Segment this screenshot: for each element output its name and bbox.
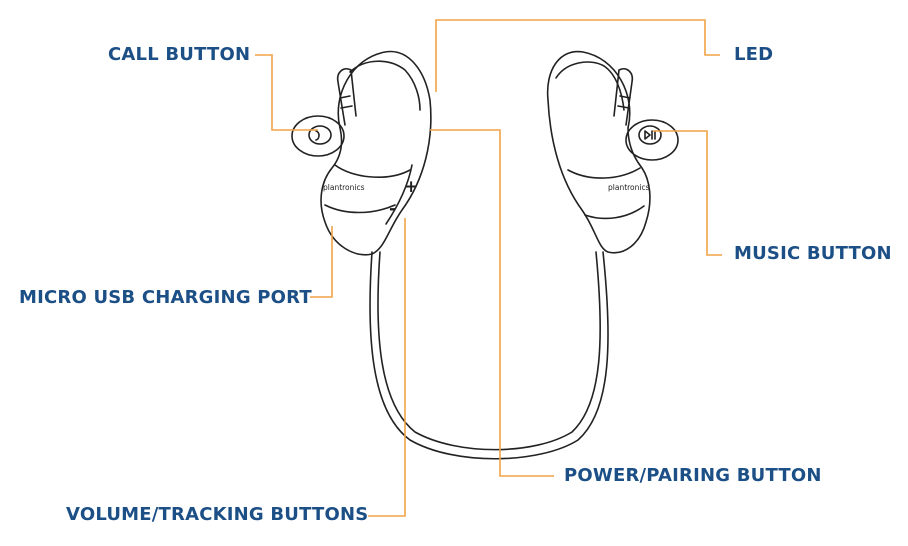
volume-plus-symbol: +: [404, 177, 418, 197]
power-pairing-button-label: POWER/PAIRING BUTTON: [564, 465, 822, 486]
right-ear-tip: [625, 119, 679, 161]
connecting-cable: [369, 251, 609, 460]
left-brand-text: plantronics: [323, 183, 365, 192]
music-button-label: MUSIC BUTTON: [734, 243, 892, 264]
leader-music-button: [653, 130, 722, 256]
call-button-icon: [308, 125, 332, 145]
left-ear-tip: [291, 115, 345, 157]
call-button-label: CALL BUTTON: [108, 44, 251, 65]
led-label: LED: [734, 44, 774, 65]
right-brand-text: plantronics: [608, 183, 650, 192]
leader-lines: [255, 19, 722, 517]
micro-usb-charging-port-label: MICRO USB CHARGING PORT: [19, 287, 312, 308]
leader-call-button: [255, 54, 318, 131]
left-earbud: [291, 50, 432, 256]
volume-minus-symbol: -: [389, 199, 396, 219]
volume-tracking-buttons-label: VOLUME/TRACKING BUTTONS: [66, 504, 369, 525]
music-button-icon: [638, 125, 662, 145]
leader-volume-tracking-buttons: [368, 218, 406, 517]
leader-power-pairing-button: [430, 129, 554, 477]
leader-micro-usb-port: [310, 226, 333, 298]
leader-led: [435, 19, 720, 92]
right-earbud: [546, 50, 679, 254]
